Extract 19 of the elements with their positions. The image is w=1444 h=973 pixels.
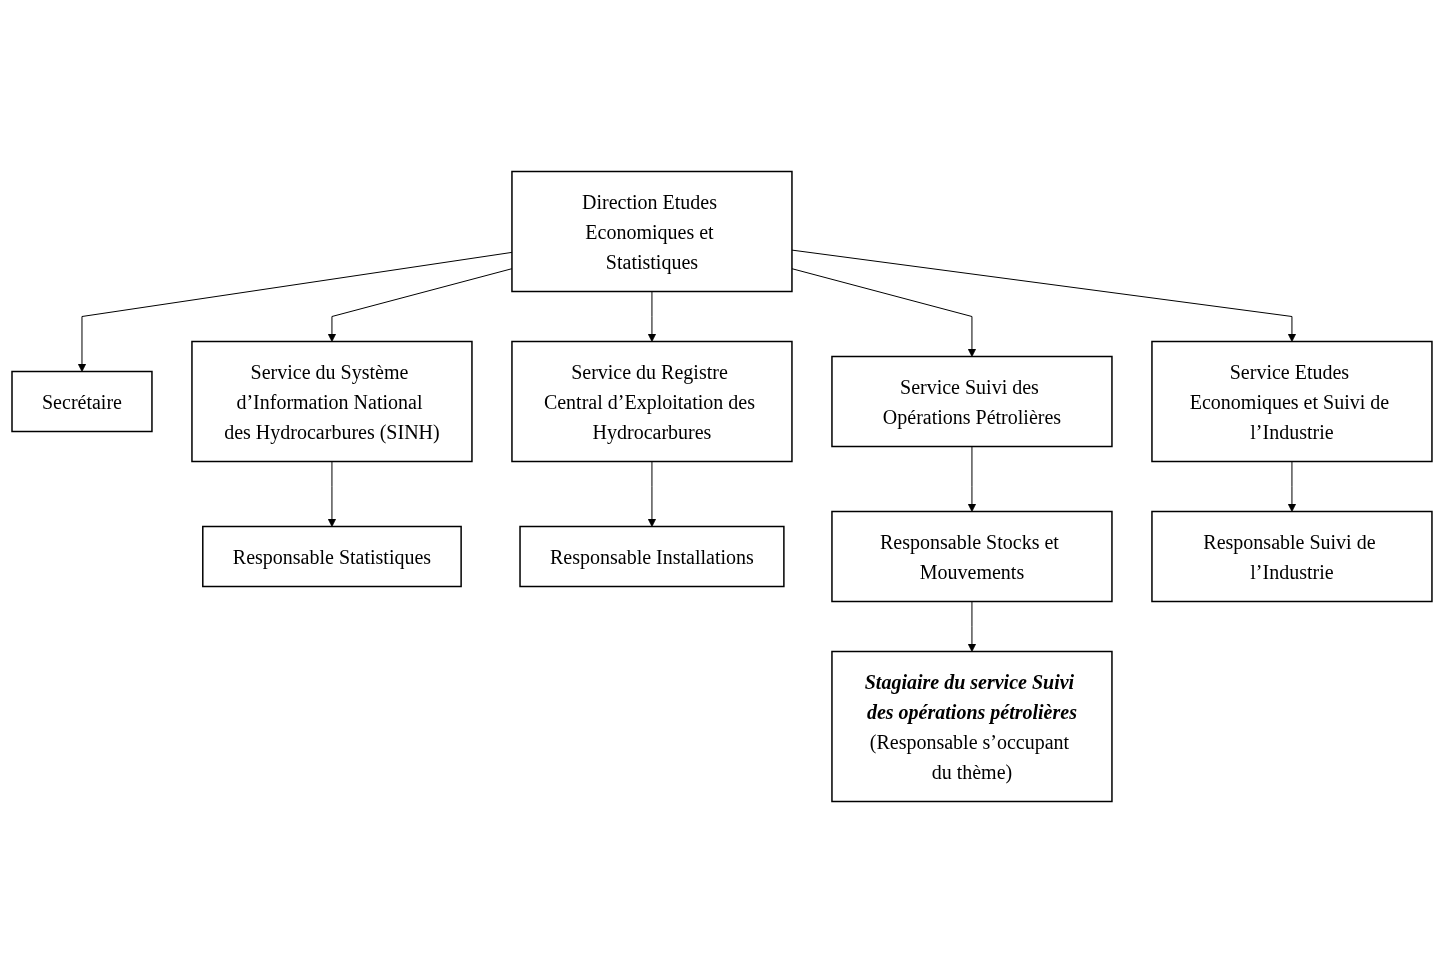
node-box: Service Etudes Economiques et Suivi de l’Industrie xyxy=(1151,340,1433,463)
node-box: Secrétaire xyxy=(11,370,153,433)
arrow xyxy=(647,291,657,342)
arrow xyxy=(967,446,977,512)
node-box: Responsable Stocks et Mouvements xyxy=(831,510,1113,603)
node-box: Stagiaire du service Suivi des opérations pétrolières (Responsable s’occupant du thème) xyxy=(831,650,1113,803)
arrow xyxy=(1287,461,1297,512)
node-box: Direction Etudes Economiques et Statistiques xyxy=(511,170,793,293)
node-box: Responsable Installations xyxy=(519,525,785,588)
arrow xyxy=(791,268,977,357)
node-box: Service Suivi des Opérations Pétrolières xyxy=(831,355,1113,448)
arrow xyxy=(647,461,657,527)
node-box: Responsable Suivi de l’Industrie xyxy=(1151,510,1433,603)
node-box: Service du Registre Central d’Exploitation des Hydrocarbures xyxy=(511,340,793,463)
node-box: Service du Système d’Information National des Hydrocarbures (SINH) xyxy=(191,340,473,463)
node-box: Responsable Statistiques xyxy=(202,525,462,588)
arrow xyxy=(967,601,977,652)
arrow xyxy=(791,249,1297,342)
arrow xyxy=(327,461,337,527)
